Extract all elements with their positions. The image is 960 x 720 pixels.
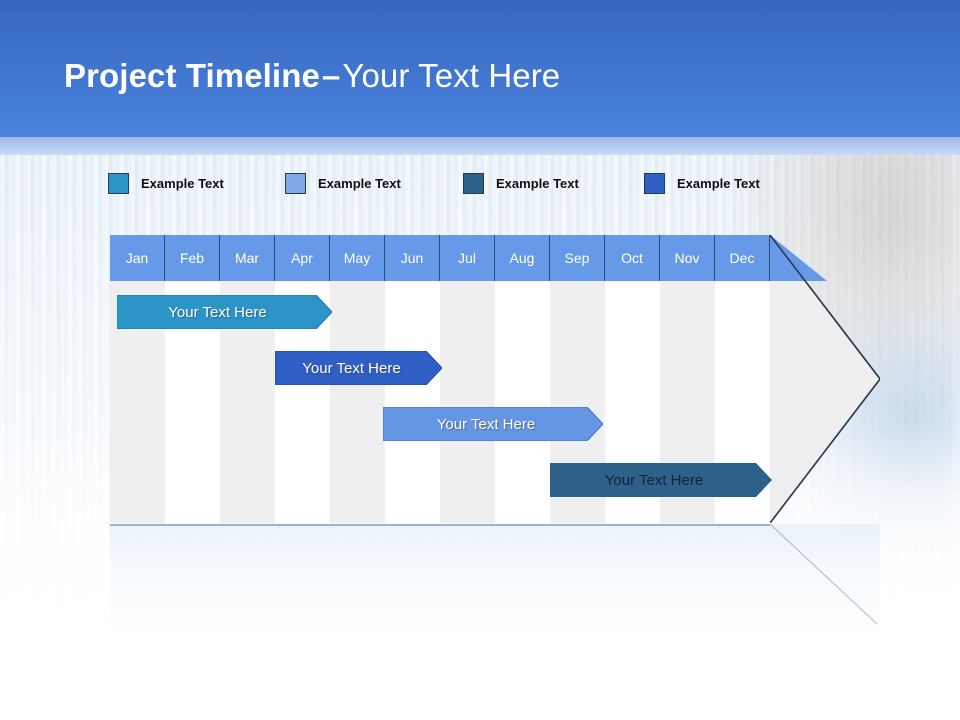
month-header-label: Feb (165, 235, 220, 281)
month-column-body (385, 281, 440, 523)
month-header-label: Jul (440, 235, 495, 281)
month-column-jun: Jun (385, 235, 440, 523)
timeline-bar[interactable]: Your Text Here (550, 463, 772, 497)
chart-reflection (110, 524, 880, 634)
reflection-gradient (110, 524, 880, 634)
title-light: Your Text Here (342, 57, 561, 94)
month-header-label: May (330, 235, 385, 281)
month-header-label: Dec (715, 235, 770, 281)
bar-arrow-shape (383, 407, 603, 441)
title-band (0, 0, 960, 137)
month-column-jul: Jul (440, 235, 495, 523)
reflection-edge-line (110, 524, 770, 526)
title-strong: Project Timeline (64, 57, 320, 94)
month-header-label: Mar (220, 235, 275, 281)
bar-arrow-shape (117, 295, 332, 329)
reflection-arrow-edge (769, 524, 878, 625)
timeline-bar[interactable]: Your Text Here (117, 295, 332, 329)
month-column-body (495, 281, 550, 523)
bar-arrow-shape (275, 351, 442, 385)
legend-label: Example Text (677, 175, 760, 191)
bar-arrow-shape (550, 463, 772, 497)
month-column-aug: Aug (495, 235, 550, 523)
legend-item[interactable]: Example Text (285, 166, 401, 200)
legend-swatch-icon (463, 172, 484, 194)
timeline-bar[interactable]: Your Text Here (383, 407, 603, 441)
legend-swatch-icon (108, 172, 129, 194)
month-header-label: Oct (605, 235, 660, 281)
title-dash: – (321, 57, 341, 94)
month-column-body (330, 281, 385, 523)
month-header-label: Nov (660, 235, 715, 281)
timeline-bars: Your Text Here Your Text Here Your Text … (110, 235, 880, 523)
timeline-chart: Jan Feb Mar Apr May Jun (110, 235, 880, 523)
legend-label: Example Text (318, 175, 401, 191)
month-header-label: Jun (385, 235, 440, 281)
legend-item[interactable]: Example Text (463, 166, 579, 200)
legend-swatch-icon (285, 172, 306, 194)
legend-label: Example Text (496, 175, 579, 191)
legend: Example Text Example Text Example Text E… (108, 166, 848, 200)
title-band-edge (0, 137, 960, 155)
month-header-label: Jan (110, 235, 165, 281)
legend-swatch-icon (644, 172, 665, 194)
month-column-may: May (330, 235, 385, 523)
month-header-label: Aug (495, 235, 550, 281)
legend-item[interactable]: Example Text (108, 166, 224, 200)
month-header-label: Sep (550, 235, 605, 281)
month-column-body (440, 281, 495, 523)
legend-item[interactable]: Example Text (644, 166, 760, 200)
timeline-bar[interactable]: Your Text Here (275, 351, 442, 385)
month-header-label: Apr (275, 235, 330, 281)
page-title: Project Timeline–Your Text Here (64, 57, 561, 94)
legend-label: Example Text (141, 175, 224, 191)
